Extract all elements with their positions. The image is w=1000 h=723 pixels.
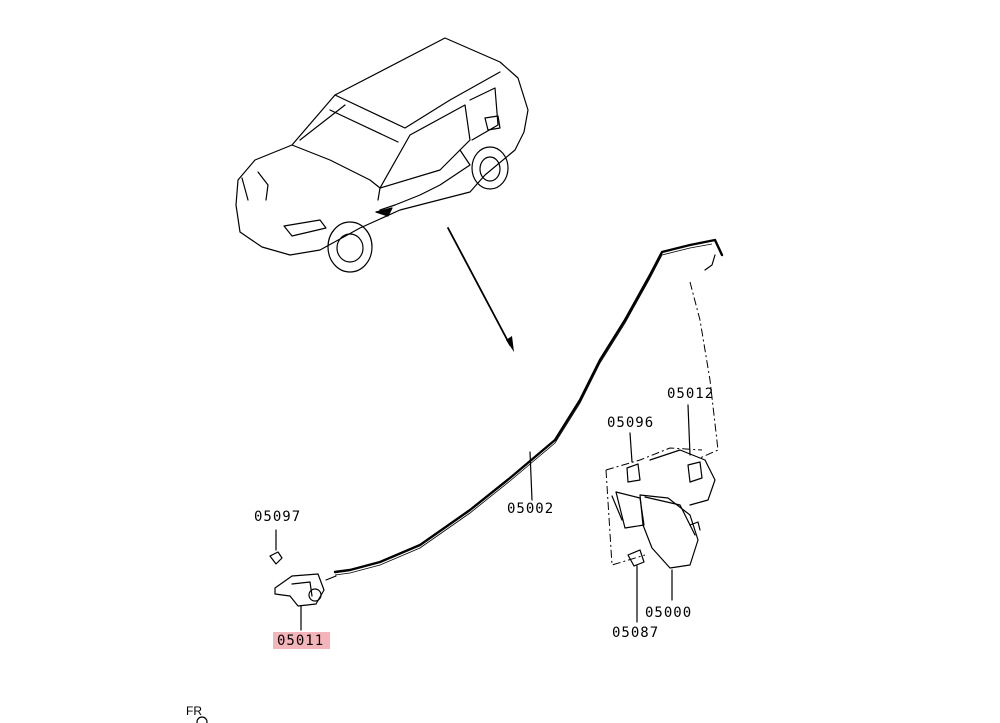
part-label-05097[interactable]: 05097 (254, 509, 302, 525)
release-handle-part (269, 529, 337, 631)
part-label-05000[interactable]: 05000 (645, 605, 693, 621)
orientation-label: FR (186, 704, 202, 718)
part-label-05087[interactable]: 05087 (612, 625, 660, 641)
vehicle-illustration (235, 37, 529, 273)
part-label-05096[interactable]: 05096 (607, 415, 655, 431)
cable-assembly (333, 238, 724, 576)
part-label-05011-highlighted[interactable]: 05011 (273, 632, 331, 649)
fuel-lid-assembly (605, 404, 716, 623)
part-label-05002[interactable]: 05002 (507, 501, 555, 517)
direction-arrow (447, 227, 514, 352)
front-orientation-mark (196, 716, 208, 723)
part-label-05012[interactable]: 05012 (667, 386, 715, 402)
dash-leader (689, 281, 719, 459)
